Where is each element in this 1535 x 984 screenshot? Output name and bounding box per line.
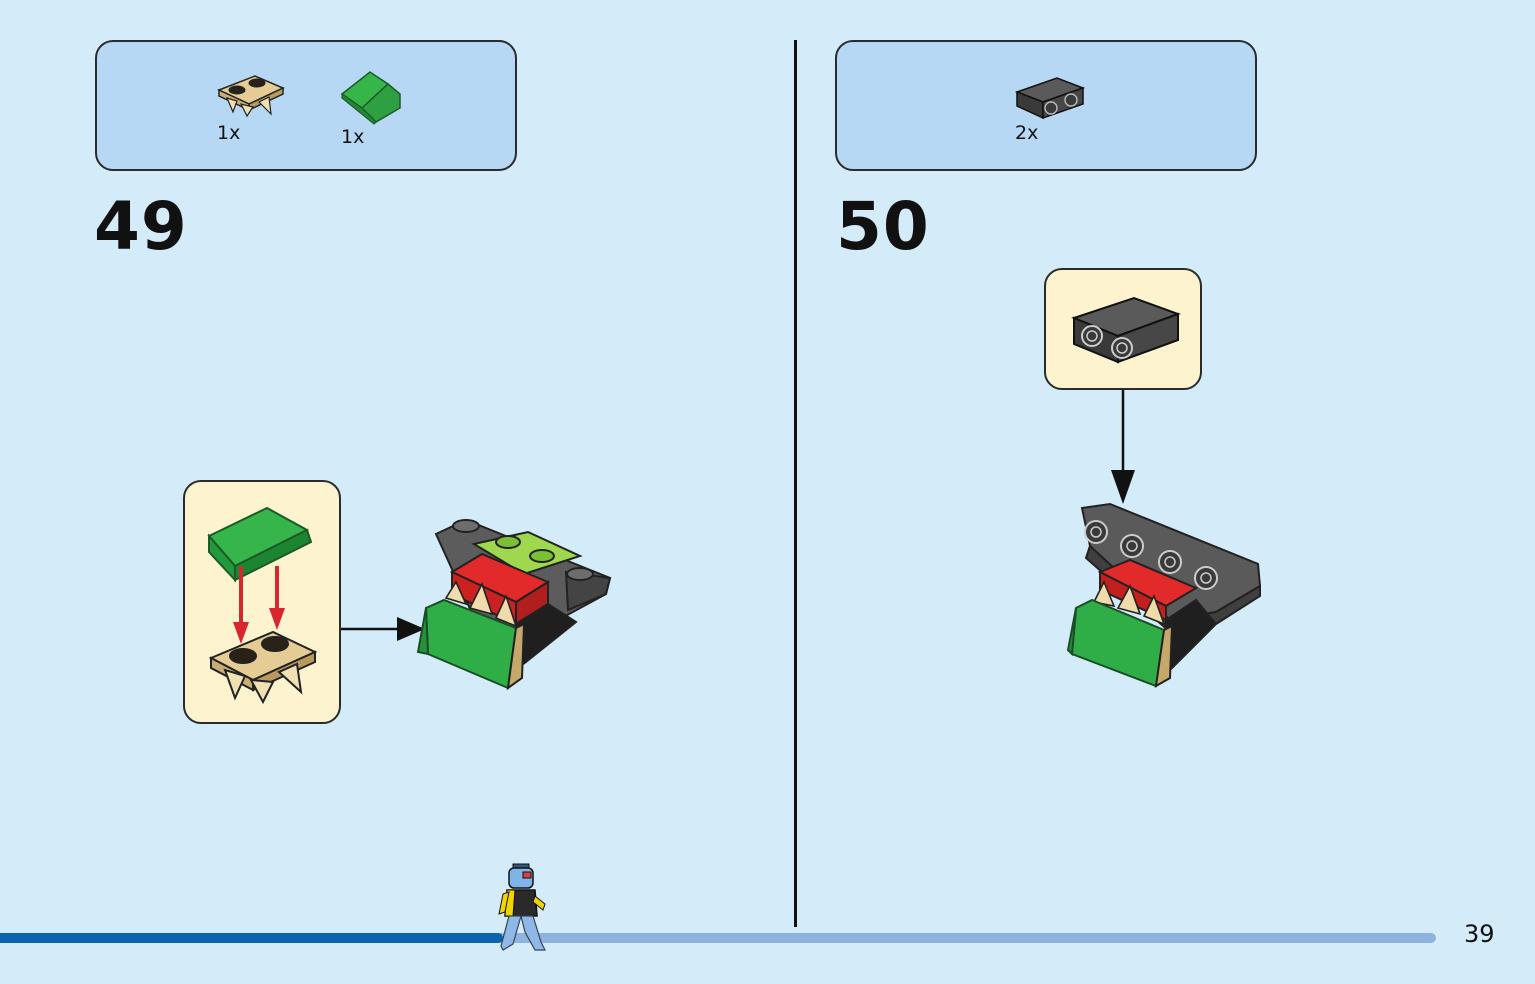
red-down-arrow-icon (233, 566, 285, 644)
step-number-50: 50 (836, 188, 930, 265)
part-quantity: 1x (341, 126, 365, 148)
minifigure-icon (498, 863, 546, 951)
progress-bar-fill (0, 933, 503, 943)
dark-grey-bracket-icon (1071, 296, 1181, 364)
dragon-head-model (1066, 502, 1262, 688)
progress-bar (0, 933, 1436, 943)
sub-assembly-callout-49 (183, 480, 341, 724)
parts-list-box-50: 2x (835, 40, 1257, 171)
tan-tooth-plate-icon (208, 630, 318, 705)
part-quantity: 2x (1015, 122, 1039, 144)
assembly-arrow-icon (1111, 390, 1135, 504)
step-number-49: 49 (94, 188, 188, 265)
assembly-arrow-icon (341, 617, 425, 641)
green-slope-icon (207, 506, 313, 583)
page-divider (794, 40, 797, 927)
parts-list-box-49: 1x 1x (95, 40, 517, 171)
dragon-head-model (416, 518, 612, 691)
part-callout-50 (1044, 268, 1202, 390)
page-number: 39 (1464, 920, 1495, 948)
tan-tooth-plate-icon (217, 75, 285, 118)
green-slope-icon (340, 71, 401, 125)
dark-grey-bracket-icon (1014, 77, 1086, 120)
part-quantity: 1x (217, 122, 241, 144)
